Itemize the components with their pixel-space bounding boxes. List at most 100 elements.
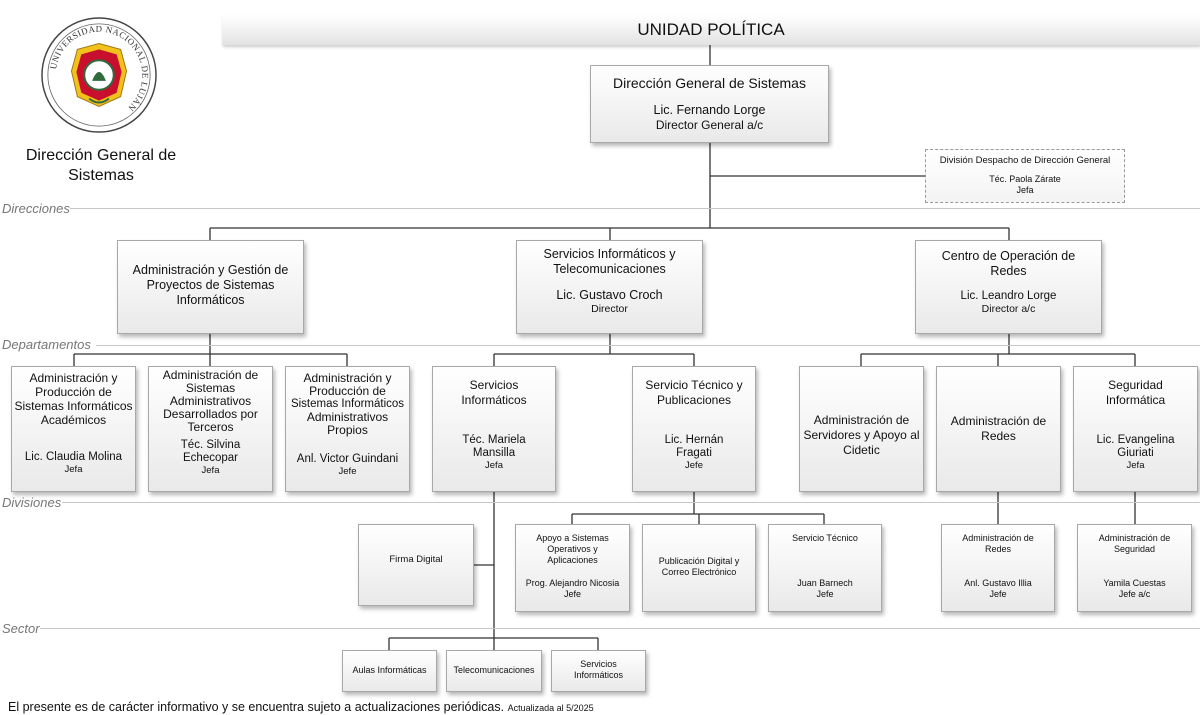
level-divider [62,502,1200,503]
node-person: Prog. Alejandro Nicosia [525,578,620,588]
node-name-line: Producción de [309,384,386,398]
node-name-line: Seguridad [1113,544,1156,554]
node-name-line: Administración y [29,371,118,385]
node-depto-sistemas-academicos[interactable]: Administración y Producción de Sistemas … [11,366,136,492]
node-role: Jefe a/c [1118,589,1151,599]
node-name-line: Administración de [813,413,910,427]
node-division-servicio-tecnico[interactable]: Servicio Técnico Juan Barnech Jefe [768,524,882,612]
node-name-line: Servicios Informáticos y [543,247,676,261]
node-direccion-centro-operacion-redes[interactable]: Centro de Operación de Redes Lic. Leandr… [915,240,1102,334]
level-divider [70,208,1200,209]
node-role: Jefe [816,589,834,599]
node-depto-sistemas-terceros[interactable]: Administración de Sistemas Administrativ… [148,366,273,492]
node-name-line: Proyectos de Sistemas [146,278,275,292]
level-label-direcciones: Direcciones [2,201,70,216]
node-name-line: Servidores y Apoyo al [803,428,920,442]
node-depto-servidores-cidetic[interactable]: Administración de Servidores y Apoyo al … [799,366,924,492]
node-person-line: Mansilla [472,447,516,459]
node-depto-administracion-redes[interactable]: Administración de Redes [936,366,1061,492]
node-name: División Despacho de Dirección General [939,155,1111,166]
node-depto-sistemas-propios[interactable]: Administración y Producción de Sistemas … [285,366,410,492]
node-person: Téc. Paola Zárate [989,174,1061,184]
node-direccion-general[interactable]: Dirección General de Sistemas Lic. Ferna… [590,65,829,143]
node-role: Jefa [201,465,220,476]
node-division-administracion-seguridad[interactable]: Administración de Seguridad Yamila Cuest… [1077,524,1192,612]
node-name-line: Desarrollados por [163,407,258,421]
node-person: Lic. Gustavo Croch [556,288,663,302]
node-person-line: Lic. Hernán [664,434,724,446]
node-name-line: Centro de Operación de [941,249,1076,263]
node-name-line: Redes [990,264,1027,278]
node-direccion-servicios-informaticos[interactable]: Servicios Informáticos y Telecomunicacio… [516,240,703,334]
node-name-line: Apoyo a Sistemas [536,533,609,543]
brand-line-1: Dirección General de [25,147,177,164]
node-name-line: Servicio Técnico y [645,378,743,392]
node-name-line: Administración de [962,533,1034,543]
node-person: Lic. Leandro Lorge [960,290,1057,302]
level-divider [96,345,1200,346]
node-name-line: Redes [981,429,1016,443]
level-label-divisiones: Divisiones [2,495,62,510]
node-name-line: Informáticos [573,670,624,680]
node-depto-servicio-tecnico[interactable]: Servicio Técnico y Publicaciones Lic. He… [632,366,756,492]
node-name-line: Propios [327,423,368,437]
node-depto-seguridad-informatica[interactable]: Seguridad Informática Lic. Evangelina Gi… [1073,366,1198,492]
node-role: Jefe [685,460,703,471]
node-role: Jefe [338,466,357,477]
footer-note: El presente es de carácter informativo y… [8,700,594,714]
node-sector-servicios-informaticos[interactable]: Servicios Informáticos [551,650,646,692]
node-name: Servicio Técnico [792,533,858,543]
node-role: Director [591,303,628,315]
node-role: Director General a/c [655,118,764,132]
node-division-firma-digital[interactable]: Firma Digital [358,524,474,606]
footer-updated: Actualizada al 5/2025 [507,703,594,713]
university-seal-logo: UNIVERSIDAD NACIONAL DE LUJÁN [40,16,158,134]
node-name-line: Terceros [187,420,234,434]
node-person-line: Lic. Evangelina [1096,434,1175,446]
node-name-line: Operativos y [547,544,598,554]
node-person-line: Fragati [676,447,712,459]
node-person: Anl. Victor Guindani [296,453,399,465]
node-name-line: Administración y [303,371,392,385]
node-name-line: Redes [984,544,1011,554]
node-name-line: Publicación Digital y [658,556,740,566]
node-name-line: Telecomunicaciones [553,262,666,276]
node-role: Jefa [64,464,83,475]
node-role: Director a/c [981,303,1036,315]
node-name-line: Sistemas Informáticos [14,399,133,413]
node-name-line: Administración de [162,368,259,382]
node-name-line: Publicaciones [656,393,732,407]
node-name-line: Administración y Gestión de [132,263,289,277]
node-direccion-administracion-gestion[interactable]: Administración y Gestión de Proyectos de… [117,240,304,334]
node-name-line: Aplicaciones [547,555,598,565]
node-division-despacho[interactable]: División Despacho de Dirección General T… [925,149,1125,203]
node-role: Jefe [989,589,1007,599]
node-name-line: Cidetic [843,443,880,457]
node-person-line: Téc. Mariela [462,434,526,446]
node-person-line: Giuriati [1117,447,1154,459]
node-role: Jefa [1016,185,1034,195]
node-name: Dirección General de Sistemas [613,75,806,91]
node-name: Aulas Informáticas [352,665,427,675]
node-name-line: Servicios [580,659,617,669]
node-sector-telecomunicaciones[interactable]: Telecomunicaciones [446,650,542,692]
node-person: Yamila Cuestas [1103,578,1166,588]
node-name-line: Informáticos [461,393,527,407]
page-title: UNIDAD POLÍTICA [222,15,1200,45]
node-person: Lic. Claudia Molina [24,451,123,463]
node-person: Juan Barnech [797,578,853,588]
node-name: Firma Digital [389,554,443,565]
node-person-line: Téc. Silvina [180,439,241,451]
node-name-line: Académicos [40,413,107,427]
node-depto-servicios-informaticos[interactable]: Servicios Informáticos Téc. Mariela Mans… [432,366,556,492]
node-division-publicacion-digital[interactable]: Publicación Digital y Correo Electrónico [642,524,756,612]
node-name: Telecomunicaciones [453,665,535,675]
node-role: Jefe [563,589,581,599]
node-division-apoyo-sistemas[interactable]: Apoyo a Sistemas Operativos y Aplicacion… [515,524,630,612]
node-name-line: Sistemas [185,381,236,395]
node-name-line: Sistemas Informáticos [290,398,405,410]
node-division-administracion-redes[interactable]: Administración de Redes Anl. Gustavo Ill… [941,524,1055,612]
node-person: Lic. Fernando Lorge [653,103,766,117]
node-sector-aulas-informaticas[interactable]: Aulas Informáticas [342,650,437,692]
